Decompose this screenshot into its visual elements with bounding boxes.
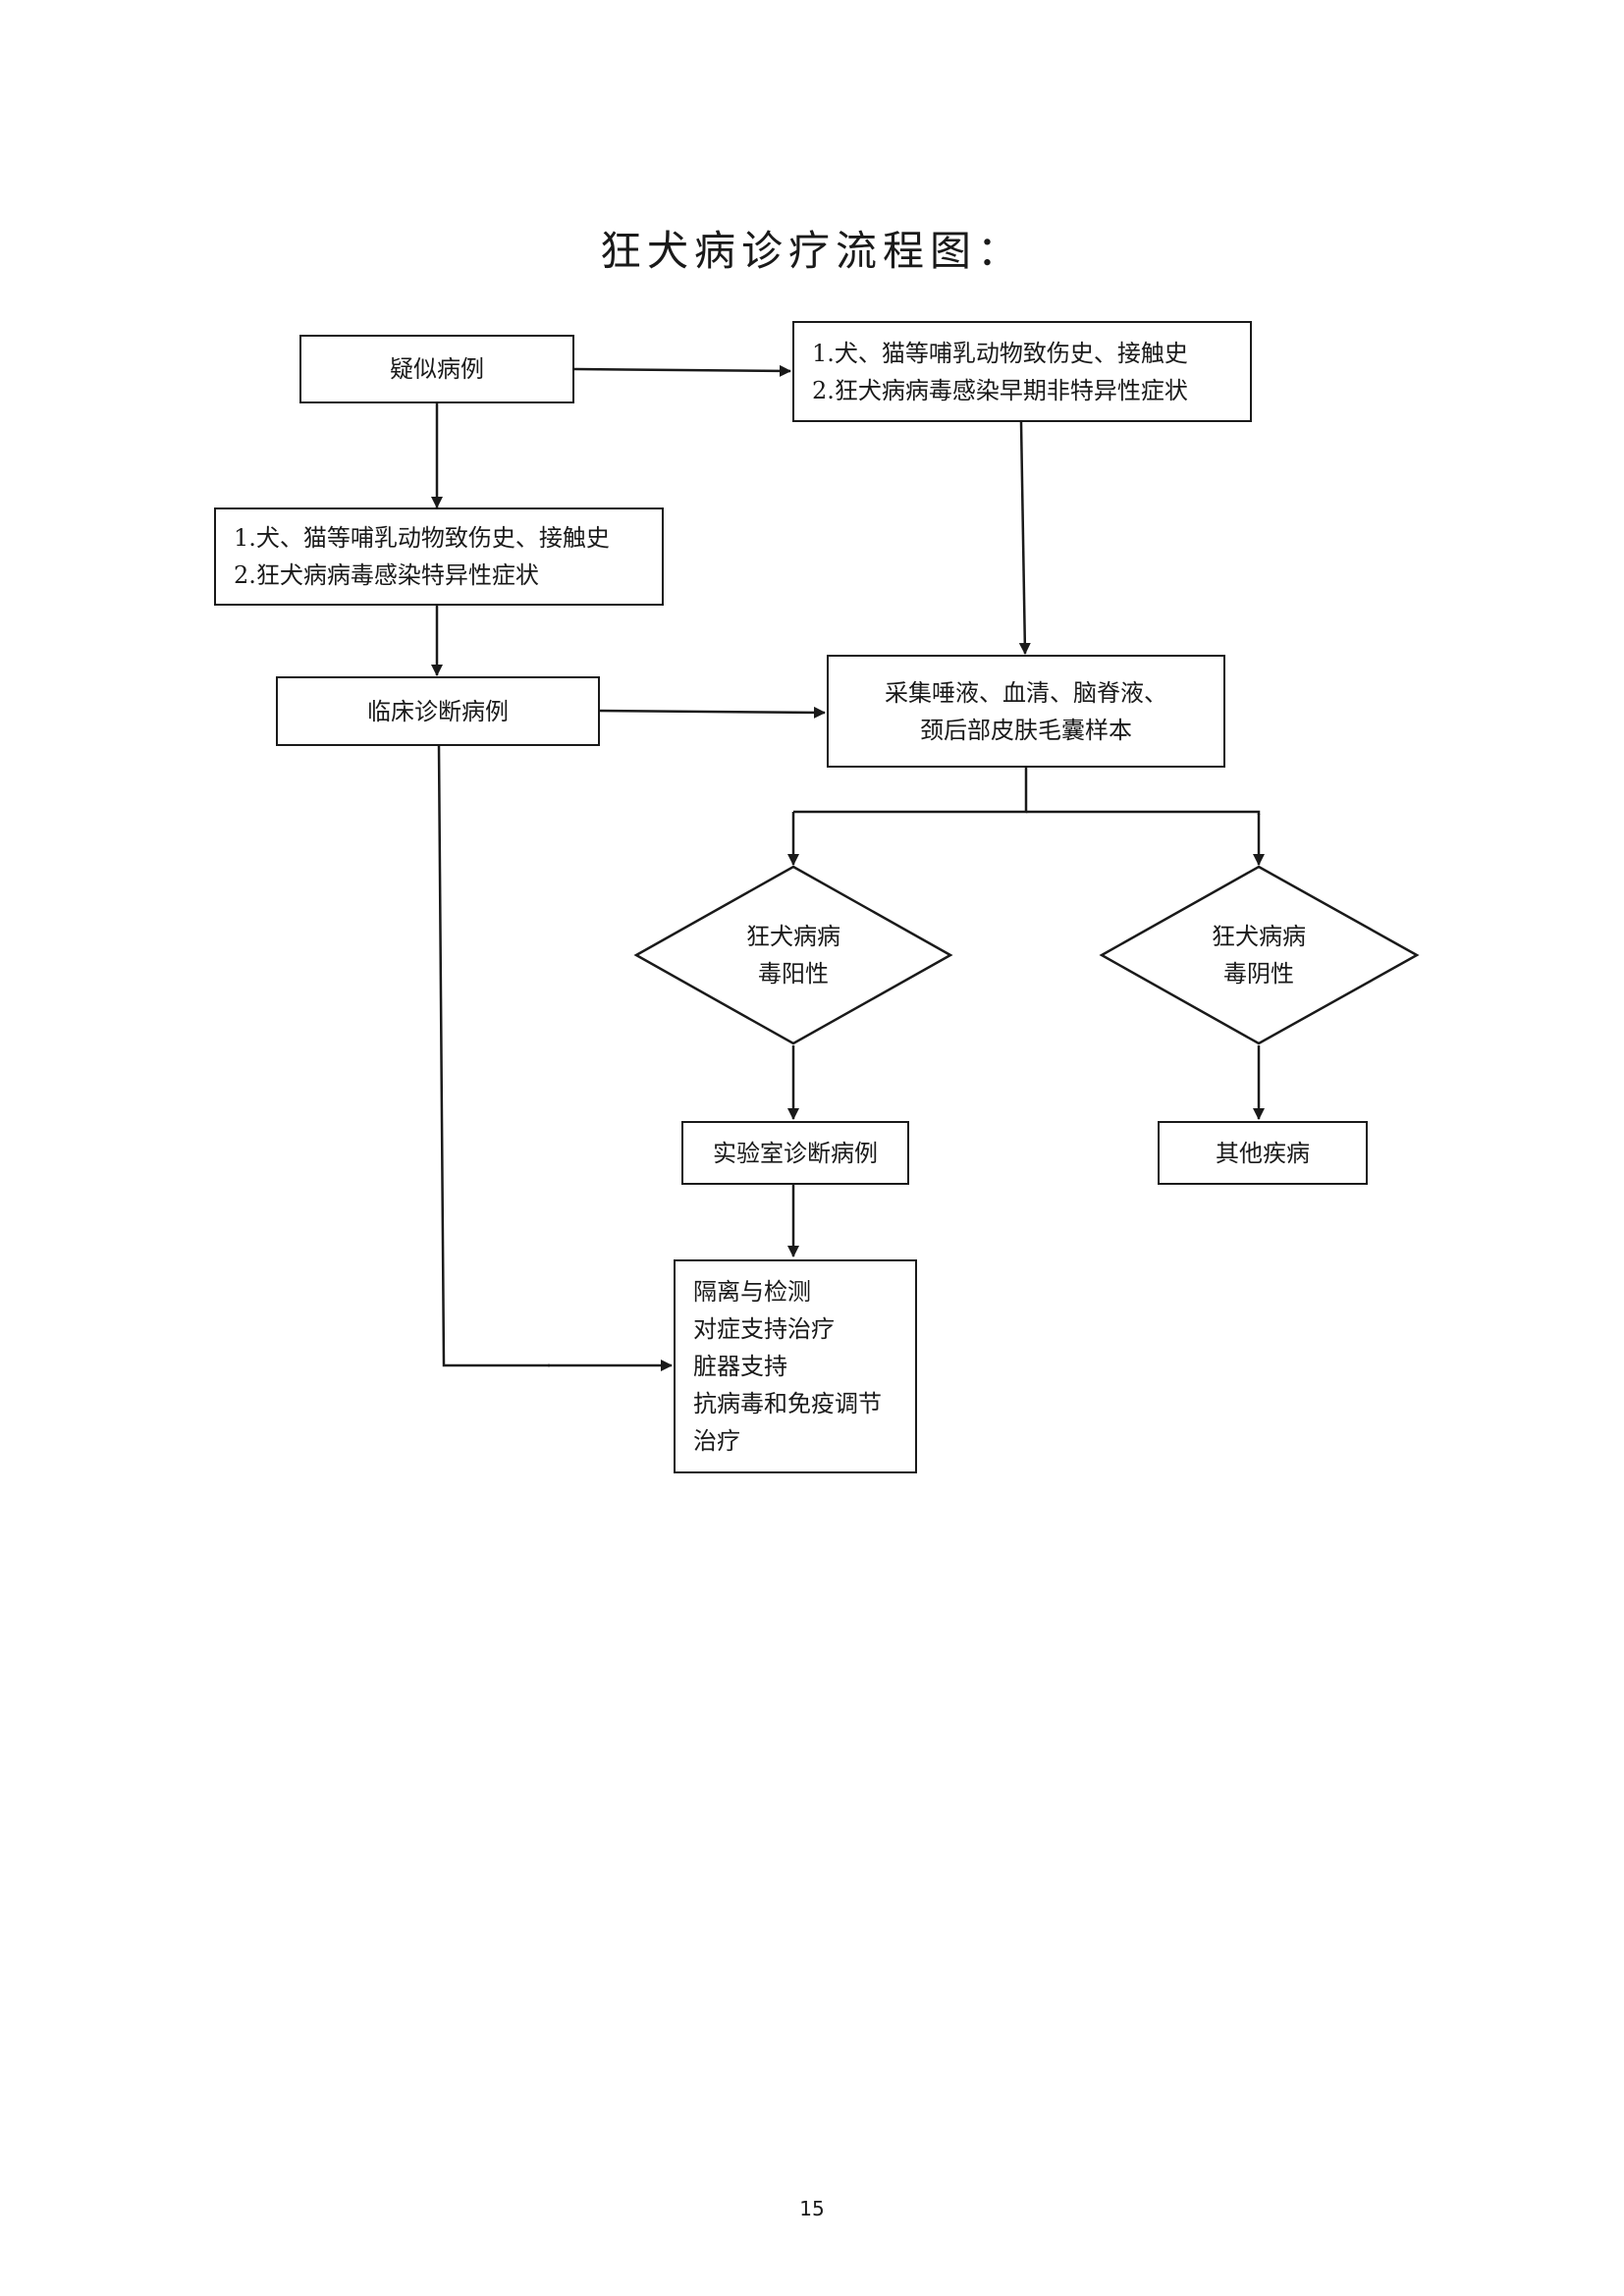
node-text: 抗病毒和免疫调节 bbox=[693, 1390, 882, 1417]
decision-negative-label: 狂犬病病 毒阴性 bbox=[1161, 918, 1357, 992]
arrow-clinical-to-sample bbox=[596, 706, 826, 719]
node-text: 狂犬病病 bbox=[1212, 923, 1306, 950]
connector-sample-split bbox=[793, 768, 1028, 814]
node-text: 毒阴性 bbox=[1223, 960, 1294, 988]
node-text: 采集唾液、血清、脑脊液、 bbox=[885, 678, 1167, 707]
node-text: 疑似病例 bbox=[390, 355, 484, 383]
node-history-early-symptoms: 1.犬、猫等哺乳动物致伤史、接触史 2.狂犬病病毒感染早期非特异性症状 bbox=[792, 321, 1252, 422]
node-text: 治疗 bbox=[693, 1427, 740, 1455]
node-text: 脏器支持 bbox=[693, 1353, 787, 1380]
node-text: 狂犬病病 bbox=[746, 923, 840, 950]
decision-positive-label: 狂犬病病 毒阳性 bbox=[695, 918, 892, 992]
node-lab-confirmed: 实验室诊断病例 bbox=[681, 1121, 909, 1185]
page-title: 狂犬病诊疗流程图： bbox=[599, 227, 1024, 275]
node-text: 颈后部皮肤毛囊样本 bbox=[920, 716, 1132, 744]
node-text: 实验室诊断病例 bbox=[713, 1139, 878, 1167]
connector-split-right bbox=[1026, 810, 1261, 815]
node-clinical-diagnosis: 临床诊断病例 bbox=[276, 676, 600, 746]
node-other-disease: 其他疾病 bbox=[1158, 1121, 1368, 1185]
node-text: 对症支持治疗 bbox=[693, 1315, 835, 1343]
node-text: 2.狂犬病病毒感染特异性症状 bbox=[234, 561, 539, 589]
node-text: 其他疾病 bbox=[1216, 1139, 1310, 1167]
node-text: 毒阳性 bbox=[758, 960, 829, 988]
connector-clinical-to-treatment bbox=[437, 745, 550, 1367]
node-text: 隔离与检测 bbox=[693, 1278, 811, 1306]
arrow-suspected-to-history-early bbox=[573, 364, 791, 377]
node-text: 临床诊断病例 bbox=[367, 697, 509, 725]
page-number: 15 bbox=[799, 2197, 825, 2220]
decision-diamond-positive bbox=[633, 865, 953, 1045]
node-history-specific-symptoms: 1.犬、猫等哺乳动物致伤史、接触史 2.狂犬病病毒感染特异性症状 bbox=[214, 507, 664, 606]
node-text: 1.犬、猫等哺乳动物致伤史、接触史 bbox=[234, 524, 610, 552]
decision-diamond-negative bbox=[1099, 865, 1420, 1045]
arrow-history-early-to-sample bbox=[1018, 421, 1031, 655]
node-suspected-case: 疑似病例 bbox=[299, 335, 574, 403]
node-sample-collection: 采集唾液、血清、脑脊液、 颈后部皮肤毛囊样本 bbox=[827, 655, 1225, 768]
node-text: 1.犬、猫等哺乳动物致伤史、接触史 bbox=[812, 339, 1188, 367]
node-text: 2.狂犬病病毒感染早期非特异性症状 bbox=[812, 376, 1188, 404]
node-treatment: 隔离与检测 对症支持治疗 脏器支持 抗病毒和免疫调节 治疗 bbox=[674, 1259, 917, 1473]
